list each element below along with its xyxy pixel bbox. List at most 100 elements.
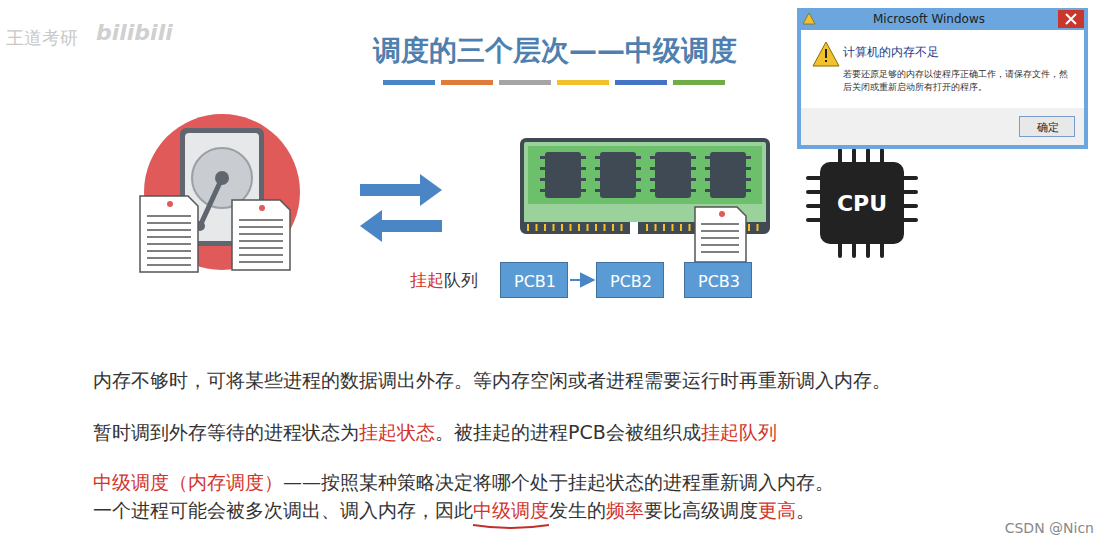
watermark: bilibili bbox=[96, 20, 173, 45]
text-stroke bbox=[147, 222, 191, 224]
text-stroke bbox=[147, 257, 191, 259]
pin bbox=[852, 150, 856, 162]
cpu-chip: CPU bbox=[820, 162, 904, 244]
pin bbox=[808, 176, 820, 180]
button-label: 确定 bbox=[1037, 120, 1059, 135]
underline-mark bbox=[473, 525, 549, 528]
ram-contact bbox=[748, 224, 750, 231]
highlight-text: 中级调度（内存调度） bbox=[93, 471, 283, 493]
ram-contact bbox=[604, 224, 606, 231]
ram-contact bbox=[553, 224, 555, 231]
pin bbox=[852, 244, 856, 256]
queue-arrow bbox=[570, 279, 594, 281]
text-stroke bbox=[239, 261, 283, 263]
ram-contact bbox=[595, 224, 597, 231]
ram-contact bbox=[612, 224, 614, 231]
text-stroke bbox=[239, 226, 283, 228]
text-stroke bbox=[701, 237, 739, 238]
text-line: 一个进程可能会被多次调出、调入内存，因此中级调度发生的频率要比高级调度更高。 bbox=[93, 498, 815, 524]
dialog-heading: 计算机的内存不足 bbox=[843, 44, 939, 61]
text-stroke bbox=[147, 250, 191, 252]
dialog-frame bbox=[797, 8, 1088, 149]
highlight-text: 中级调度 bbox=[473, 499, 549, 521]
chip-pin bbox=[705, 189, 751, 192]
highlight-text: 更高 bbox=[758, 499, 796, 521]
chip-pin bbox=[595, 167, 641, 170]
title: 调度的三个层次——中级调度 bbox=[373, 32, 737, 70]
ram-contact bbox=[536, 224, 538, 231]
chip-pin bbox=[705, 156, 751, 159]
chip-pin bbox=[650, 178, 696, 181]
chip-pin bbox=[650, 189, 696, 192]
ram-contact bbox=[587, 224, 589, 231]
document-icon bbox=[695, 207, 746, 262]
highlight-text: 挂起状态 bbox=[359, 421, 435, 443]
text-stroke bbox=[701, 223, 739, 224]
chip-pin bbox=[540, 167, 586, 170]
chip-label: CPU bbox=[837, 191, 887, 216]
pin bbox=[880, 244, 884, 256]
chip-pin bbox=[595, 156, 641, 159]
pin bbox=[808, 204, 820, 208]
chip-pin bbox=[650, 167, 696, 170]
ram-contact bbox=[757, 224, 759, 231]
body-text: 暂时调到外存等待的进程状态为 bbox=[93, 421, 359, 443]
body-text: 要比高级调度 bbox=[644, 499, 758, 521]
text-stroke bbox=[701, 230, 739, 231]
chip-pin bbox=[595, 178, 641, 181]
process-label: PCB3 bbox=[698, 272, 740, 291]
ram-contact bbox=[672, 224, 674, 231]
text-stroke bbox=[239, 247, 283, 249]
chip-pin bbox=[595, 189, 641, 192]
text-stroke bbox=[701, 244, 739, 245]
dialog-button: 确定 bbox=[1019, 116, 1075, 137]
body-text: 。 bbox=[796, 499, 815, 521]
pin bbox=[904, 218, 916, 222]
body-text: ——按照某种策略决定将哪个处于挂起状态的进程重新调入内存。 bbox=[283, 471, 834, 493]
process-label: PCB1 bbox=[514, 272, 556, 291]
text-line: 中级调度（内存调度）——按照某种策略决定将哪个处于挂起状态的进程重新调入内存。 bbox=[93, 470, 834, 496]
process-box: PCB1 bbox=[500, 262, 568, 298]
ram-contact bbox=[561, 224, 563, 231]
pin bbox=[866, 150, 870, 162]
body-text: 发生的 bbox=[549, 499, 606, 521]
highlight-text: 挂起队列 bbox=[701, 421, 777, 443]
text-stroke bbox=[239, 219, 283, 221]
chip-pin bbox=[540, 156, 586, 159]
text-stroke bbox=[701, 251, 739, 252]
text-stroke bbox=[147, 236, 191, 238]
title-bars bbox=[383, 80, 725, 85]
dialog-window: Microsoft Windows计算机的内存不足若要还原足够的内存以使程序正确… bbox=[801, 10, 1057, 30]
text-stroke bbox=[147, 243, 191, 245]
text-line: 内存不够时，可将某些进程的数据调出外存。等内存空闲或者进程需要运行时再重新调入内… bbox=[93, 368, 891, 394]
text-stroke bbox=[239, 240, 283, 242]
pin bbox=[904, 204, 916, 208]
pin bbox=[880, 150, 884, 162]
body-text: 一个进程可能会被多次调出、调入内存，因此 bbox=[93, 499, 473, 521]
swap-arrows bbox=[360, 174, 442, 242]
text-stroke bbox=[147, 215, 191, 217]
pin bbox=[808, 190, 820, 194]
chip-pin bbox=[705, 178, 751, 181]
watermark: CSDN @Nicn bbox=[1005, 520, 1094, 536]
chip-pin bbox=[650, 156, 696, 159]
queue-label: 队列 bbox=[444, 269, 478, 292]
chip-pin bbox=[540, 189, 586, 192]
process-box: PCB2 bbox=[596, 262, 664, 298]
process-label: PCB2 bbox=[610, 272, 652, 291]
ram-contact bbox=[621, 224, 623, 231]
ram-contact bbox=[578, 224, 580, 231]
process-box: PCB3 bbox=[684, 262, 752, 298]
pin bbox=[838, 150, 842, 162]
pin bbox=[866, 244, 870, 256]
body-text: 内存不够时，可将某些进程的数据调出外存。等内存空闲或者进程需要运行时再重新调入内… bbox=[93, 369, 891, 391]
ram-contact bbox=[527, 224, 529, 231]
ram-contact bbox=[680, 224, 682, 231]
ram-contact bbox=[544, 224, 546, 231]
ram-contact bbox=[570, 224, 572, 231]
text-stroke bbox=[239, 254, 283, 256]
ram-contact bbox=[689, 224, 691, 231]
chip-pin bbox=[705, 167, 751, 170]
text-stroke bbox=[239, 233, 283, 235]
ram-contact bbox=[646, 224, 648, 231]
